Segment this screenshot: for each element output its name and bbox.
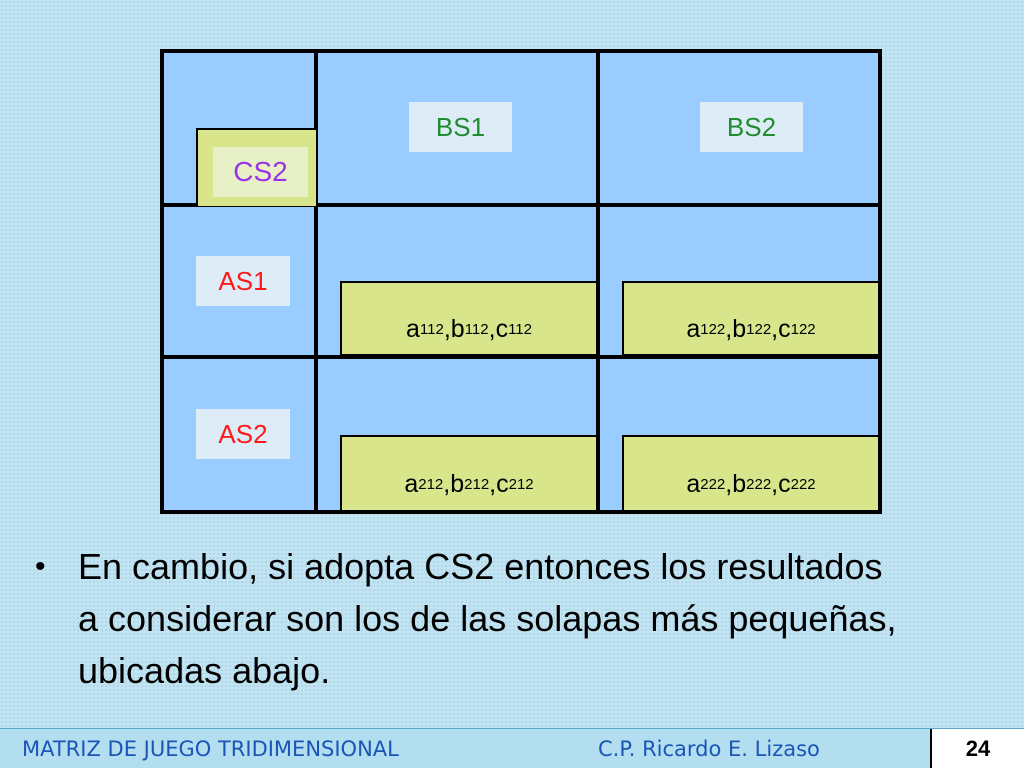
outcome-a: a [406,315,420,343]
footer-bar: MATRIZ DE JUEGO TRIDIMENSIONAL C.P. Rica… [0,729,930,768]
outcome-c: c [778,470,791,498]
outcome-sep: , [488,315,496,343]
outcome-a: a [686,470,701,498]
outcome-sep: , [771,470,779,498]
outcome-b: b [450,315,465,343]
bullet-marker: • [35,550,46,583]
outcome-sep: , [443,470,451,498]
outcome-sub: 112 [508,321,532,338]
outcome-sub: 222 [700,476,726,493]
outcome-sub: 212 [464,476,490,493]
outcome-sep: , [725,315,733,343]
outcome-sub: 112 [464,321,489,338]
outcome-b: b [450,470,465,498]
footer-title: MATRIZ DE JUEGO TRIDIMENSIONAL [22,737,399,761]
bullet-point: • En cambio, si adopta CS2 entonces los … [35,541,995,697]
outcome-sub: 212 [508,476,534,493]
column-label-bs2: BS2 [700,102,803,152]
bullet-text: En cambio, si adopta CS2 entonces los re… [78,546,897,691]
footer-author: C.P. Ricardo E. Lizaso [598,737,820,761]
outcome-sep: , [771,315,779,343]
outcome-c: c [495,315,509,343]
outcome-a: a [404,470,419,498]
page-number: 24 [930,729,1024,768]
depth-label-cs2: CS2 [213,147,308,197]
outcome-b: b [732,315,747,343]
row-label-as1: AS1 [196,256,290,306]
outcome-c: c [778,315,791,343]
outcome-sub: 122 [790,321,816,338]
outcome-a: a [686,315,701,343]
outcome-sep: , [489,470,497,498]
outcome-sub: 112 [419,321,444,338]
column-label-bs1: BS1 [409,102,512,152]
outcome-sep: , [725,470,733,498]
outcome-sep: , [443,315,451,343]
outcome-c: c [496,470,509,498]
outcome-b: b [732,470,747,498]
row-label-as2: AS2 [196,409,290,459]
slide-footer: MATRIZ DE JUEGO TRIDIMENSIONAL C.P. Rica… [0,728,1024,768]
outcome-sub: 212 [418,476,444,493]
outcome-sub: 122 [746,321,772,338]
outcome-sub: 222 [790,476,816,493]
outcome-sub: 122 [700,321,726,338]
outcome-sub: 222 [746,476,772,493]
